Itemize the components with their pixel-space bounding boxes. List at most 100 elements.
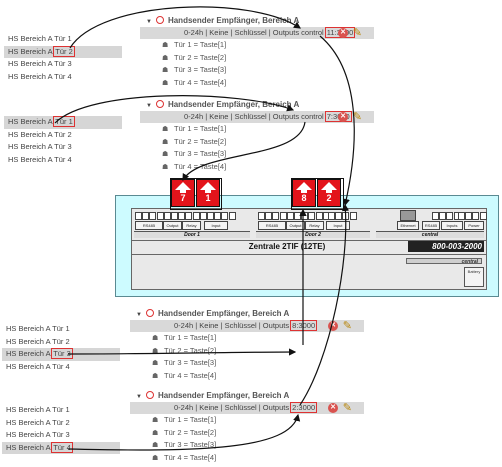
door-mapping-label: Tür 4 = Taste[4] — [164, 370, 217, 380]
relay-block-1: Relay — [182, 221, 201, 230]
output-block-2: Output — [286, 221, 305, 230]
terminal — [258, 212, 265, 220]
terminal — [221, 212, 229, 220]
config-row[interactable]: 0-24h | Keine | Schlüssel | Outputs cont… — [140, 111, 374, 123]
panel-header[interactable]: ▼ Handsender Empfänger, Bereich A — [130, 390, 364, 402]
terminal — [472, 212, 480, 220]
door-mapping: ☗Tür 2 = Taste[2] — [130, 427, 364, 440]
edit-pencil-icon[interactable]: ✎ — [342, 402, 352, 414]
delete-icon[interactable]: ✕ — [328, 403, 338, 413]
list-item[interactable]: HS Bereich A Tür 1 — [2, 404, 120, 417]
device-name: Zentrale 2TIF (12TE) — [248, 242, 326, 251]
terminal — [479, 212, 487, 220]
panel-header[interactable]: ▼Handsender Empfänger, Bereich A — [140, 99, 374, 111]
door-mapping-label: Tür 1 = Taste[1] — [164, 333, 217, 342]
door-mapping: ☗Tür 4 = Taste[4] — [130, 452, 364, 465]
door1-section-label: Door 1 — [134, 231, 250, 238]
list-item-label: HS Bereich A Tür 1 — [6, 324, 70, 333]
edit-pencil-icon[interactable]: ✎ — [352, 111, 362, 123]
delete-icon[interactable]: ✕ — [338, 112, 348, 122]
list-item[interactable]: HS Bereich A Tür 1 — [4, 33, 122, 46]
door-mapping-label: Tür 2 = Taste[2] — [164, 345, 217, 355]
door-icon: ☗ — [162, 138, 169, 146]
terminal — [342, 212, 350, 220]
list-item[interactable]: HS Bereich A Tür 1 — [2, 323, 120, 336]
door-mapping-label: Tür 4 = Taste[4] — [174, 77, 227, 87]
list-item-label: HS Bereich A Tür 3 — [6, 430, 70, 439]
terminal — [135, 212, 142, 220]
terminal — [142, 212, 150, 220]
terminal — [149, 212, 157, 220]
terminal — [214, 212, 222, 220]
door-icon: ☗ — [162, 67, 169, 74]
config-text: 0-24h | Keine | Schlüssel | Outputs cont… — [184, 112, 324, 121]
list-item[interactable]: HS Bereich A Tür 2 — [4, 45, 122, 58]
terminal — [163, 212, 171, 220]
panel-header[interactable]: ▼Handsender Empfänger, Bereich A — [140, 15, 374, 27]
flash-number: 8 — [301, 193, 307, 203]
terminal — [465, 212, 473, 220]
panel-title: Handsender Empfänger, Bereich A — [157, 391, 290, 400]
door-mapping: ☗Tür 1 = Taste[1] — [130, 414, 364, 427]
config-row[interactable]: 0-24h | Keine | Schlüssel | Outputs 8:30… — [130, 320, 364, 332]
list-item[interactable]: HS Bereich A Tür 2 — [2, 417, 120, 430]
list-item[interactable]: HS Bereich A Tür 4 — [4, 154, 122, 167]
list-item-label: HS Bereich A Tür 2 — [6, 417, 70, 427]
config-row[interactable]: 0-24h | Keine | Schlüssel | Outputs 2:30… — [130, 402, 364, 414]
rs485-reader-block-2: RS485 Reader — [258, 221, 286, 235]
flash-number: 2 — [326, 193, 332, 203]
door-mapping-label: Tür 1 = Taste[1] — [174, 40, 227, 49]
list-item-label: HS Bereich A Tür 2 — [6, 336, 70, 346]
list-item[interactable]: HS Bereich A Tür 4 — [4, 71, 122, 84]
list-item[interactable]: HS Bereich A Tür 4 — [2, 441, 120, 454]
list-item[interactable]: HS Bereich A Tür 2 — [4, 129, 122, 142]
door-mapping-label: Tür 4 = Taste[4] — [174, 161, 227, 171]
door-mapping: ☗Tür 3 = Taste[3] — [130, 357, 364, 370]
input-block-1: Input — [204, 221, 228, 230]
list-item[interactable]: HS Bereich A Tür 3 — [4, 141, 122, 154]
list-item-highlight: Tür 4 — [51, 441, 73, 453]
ethernet-block: Ethernet — [397, 221, 419, 230]
door-icon: ☗ — [152, 360, 159, 367]
list-item[interactable]: HS Bereich A Tür 3 — [4, 58, 122, 71]
panel-header[interactable]: ▼Handsender Empfänger, Bereich A — [130, 308, 364, 320]
door-icon: ☗ — [152, 347, 159, 355]
list-item-highlight: Tür 2 — [53, 45, 75, 57]
list-item[interactable]: HS Bereich A Tür 3 — [2, 429, 120, 442]
status-circle-icon — [155, 16, 164, 24]
ethernet-port — [400, 210, 416, 221]
edit-pencil-icon[interactable]: ✎ — [352, 27, 362, 39]
door-mapping-label: Tür 3 = Taste[3] — [174, 65, 227, 74]
terminal — [171, 212, 178, 220]
battery-block: Battery — [464, 267, 484, 287]
output-block-1: Output — [163, 221, 182, 230]
door-mapping: ☗Tür 3 = Taste[3] — [130, 439, 364, 452]
delete-icon[interactable]: ✕ — [328, 321, 338, 331]
collapse-triangle-icon[interactable]: ▼ — [136, 394, 142, 400]
list-item-label: HS Bereich A Tür 4 — [6, 361, 70, 371]
rs485-reader-block-1: RS485 Reader — [135, 221, 163, 235]
door-mapping: ☗Tür 4 = Taste[4] — [130, 370, 364, 383]
door-mapping-label: Tür 2 = Taste[2] — [174, 52, 227, 62]
flash-number: 7 — [180, 193, 186, 203]
power-block: Power — [464, 221, 484, 230]
door-icon: ☗ — [152, 335, 159, 342]
delete-icon[interactable]: ✕ — [338, 28, 348, 38]
edit-pencil-icon[interactable]: ✎ — [342, 320, 352, 332]
output-ref: 2:3000 — [290, 402, 318, 413]
config-row[interactable]: 0-24h | Keine | Schlüssel | Outputs cont… — [140, 27, 374, 39]
collapse-triangle-icon[interactable]: ▼ — [136, 312, 142, 318]
terminal — [279, 212, 287, 220]
list-item[interactable]: HS Bereich A Tür 3 — [2, 348, 120, 361]
controller-device: RS485 Reader Output Relay Input RS485 Re… — [115, 195, 499, 297]
terminal — [432, 212, 439, 220]
list-item[interactable]: HS Bereich A Tür 4 — [2, 361, 120, 374]
door-mapping: ☗Tür 1 = Taste[1] — [140, 123, 374, 136]
list-item-label: HS Bereich A Tür 2 — [8, 129, 72, 139]
divider — [132, 254, 486, 255]
list-item[interactable]: HS Bereich A Tür 1 — [4, 116, 122, 129]
door-mapping-label: Tür 2 = Taste[2] — [164, 427, 217, 437]
door-icon: ☗ — [162, 42, 169, 49]
list-item[interactable]: HS Bereich A Tür 2 — [2, 336, 120, 349]
